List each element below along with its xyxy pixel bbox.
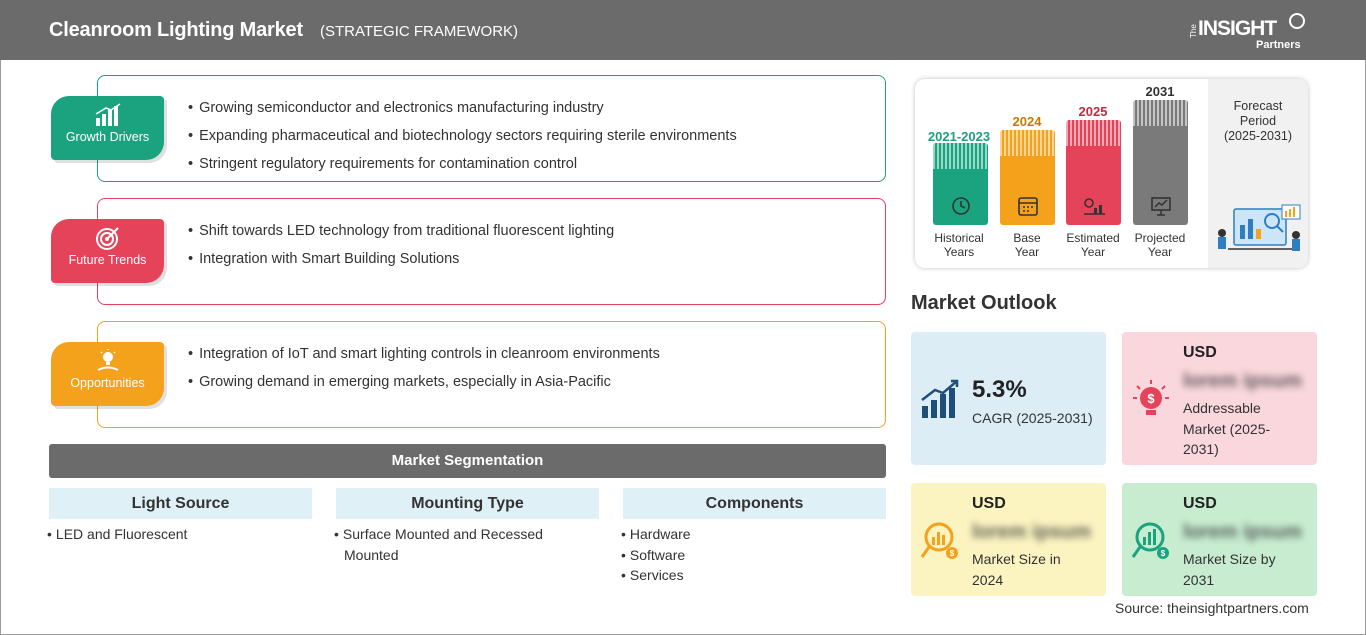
- addressable-market-box: $ USD lorem ipsum Addressable Market (20…: [1122, 332, 1317, 465]
- segment-heading-mounting-type: Mounting Type: [336, 488, 599, 519]
- market-outlook-title: Market Outlook: [911, 292, 1057, 314]
- growth-drivers-list: Growing semiconductor and electronics ma…: [188, 94, 737, 178]
- size-2024-currency: USD: [972, 495, 1006, 512]
- list-item: Growing demand in emerging markets, espe…: [188, 368, 660, 396]
- list-item: Services: [621, 565, 861, 586]
- market-size-2024-box: $ USD lorem ipsum Market Size in 2024: [911, 483, 1106, 596]
- list-item: Surface Mounted and Recessed Mounted: [334, 524, 574, 565]
- lightbulb-hand-icon: [97, 349, 118, 371]
- segmentation-title: Market Segmentation: [49, 444, 886, 478]
- list-item: Growing semiconductor and electronics ma…: [188, 94, 737, 122]
- components-list: Hardware Software Services: [621, 524, 861, 586]
- logo-swirl-icon: [1289, 13, 1305, 29]
- analytics-team-illustration: [1218, 204, 1301, 251]
- future-trends-label: Future Trends: [68, 253, 147, 267]
- list-item: Expanding pharmaceutical and biotechnolo…: [188, 122, 737, 150]
- future-trends-card: Shift towards LED technology from tradit…: [97, 198, 886, 305]
- mounting-type-list: Surface Mounted and Recessed Mounted: [334, 524, 574, 565]
- opportunities-label: Opportunities: [70, 376, 145, 390]
- opportunities-badge: Opportunities: [51, 342, 164, 406]
- size-2031-value: lorem ipsum: [1183, 521, 1302, 543]
- addressable-currency: USD: [1183, 344, 1217, 361]
- segment-heading-light-source: Light Source: [49, 488, 312, 519]
- history-icon: [952, 197, 970, 215]
- forecast-period-label: Forecast Period (2025-2031): [1223, 99, 1293, 143]
- cagr-box: 5.3% CAGR (2025-2031): [911, 332, 1106, 465]
- timeline-bar-estimated: [1066, 120, 1121, 225]
- timeline-year-projected: 2031: [1145, 84, 1175, 99]
- timeline-year-estimated: 2025: [1078, 104, 1108, 119]
- dollar-chart-icon: $: [920, 522, 958, 559]
- header-bar: Cleanroom Lighting Market (STRATEGIC FRA…: [0, 0, 1366, 60]
- timeline-year-historical: 2021-2023: [927, 129, 991, 144]
- future-trends-list: Shift towards LED technology from tradit…: [188, 217, 614, 273]
- idea-dollar-icon: $: [1133, 380, 1169, 415]
- cagr-label: CAGR (2025-2031): [972, 410, 1093, 426]
- calendar-icon: [1018, 197, 1038, 216]
- growth-drivers-label: Growth Drivers: [65, 130, 150, 144]
- timeline-year-base: 2024: [1012, 114, 1042, 129]
- segment-heading-components: Components: [623, 488, 886, 519]
- list-item: Software: [621, 545, 861, 566]
- opportunities-list: Integration of IoT and smart lighting co…: [188, 340, 660, 396]
- presentation-icon: [1151, 197, 1171, 216]
- list-item: LED and Fluorescent: [47, 524, 307, 545]
- future-trends-badge: Future Trends: [51, 219, 164, 283]
- timeline-bar-base: [1000, 130, 1055, 225]
- page-title: Cleanroom Lighting Market: [49, 19, 303, 41]
- size-2031-label: Market Size by 2031: [1183, 551, 1276, 588]
- bar-growth-icon: [95, 103, 120, 126]
- size-2031-currency: USD: [1183, 495, 1217, 512]
- source-note[interactable]: Source: theinsightpartners.com: [1115, 600, 1309, 616]
- light-source-list: LED and Fluorescent: [47, 524, 307, 545]
- list-item: Hardware: [621, 524, 861, 545]
- list-item: Stringent regulatory requirements for co…: [188, 150, 737, 178]
- list-item: Integration with Smart Building Solution…: [188, 245, 614, 273]
- size-2024-label: Market Size in 2024: [972, 551, 1061, 588]
- cagr-value: 5.3%: [972, 376, 1027, 403]
- list-item: Integration of IoT and smart lighting co…: [188, 340, 660, 368]
- growth-dollar-icon: $: [1131, 522, 1169, 559]
- svg-text:$: $: [1147, 391, 1155, 406]
- timeline-bar-projected: [1133, 100, 1188, 225]
- insight-partners-logo[interactable]: The INSIGHT Partners: [1189, 12, 1310, 54]
- gear-chart-icon: [1084, 198, 1105, 215]
- addressable-value: lorem ipsum: [1183, 370, 1302, 392]
- target-icon: [95, 227, 119, 250]
- page-subtitle: (STRATEGIC FRAMEWORK): [320, 23, 519, 40]
- size-2024-value: lorem ipsum: [972, 521, 1091, 543]
- logo-the: The: [1189, 24, 1198, 38]
- logo-brand: INSIGHT: [1198, 17, 1277, 40]
- logo-partners: Partners: [1256, 39, 1301, 51]
- svg-text:$: $: [950, 549, 955, 558]
- growth-drivers-badge: Growth Drivers: [51, 96, 164, 160]
- opportunities-card: Integration of IoT and smart lighting co…: [97, 321, 886, 428]
- list-item: Shift towards LED technology from tradit…: [188, 217, 614, 245]
- timeline-bar-historical: [933, 143, 988, 225]
- bar-growth-icon: [921, 379, 959, 418]
- market-size-2031-box: $ USD lorem ipsum Market Size by 2031: [1122, 483, 1317, 596]
- growth-drivers-card: Growing semiconductor and electronics ma…: [97, 75, 886, 182]
- addressable-label: Addressable Market (2025-2031): [1183, 400, 1271, 457]
- svg-text:$: $: [1161, 549, 1166, 558]
